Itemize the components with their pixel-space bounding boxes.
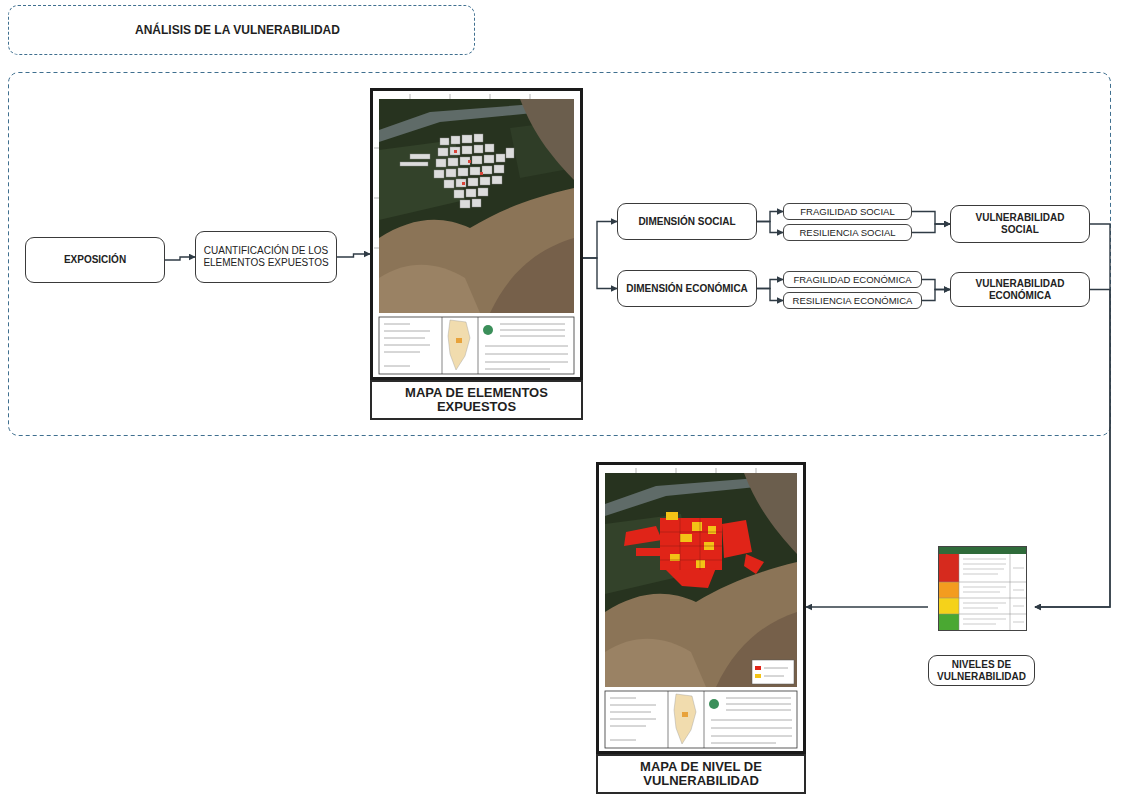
connector-arrow	[912, 212, 950, 225]
connector-arrow	[1035, 290, 1110, 608]
connector-arrow	[757, 212, 783, 222]
process-box: DIMENSIÓN ECONÓMICA	[617, 270, 757, 307]
node-label: RESILIENCIA SOCIAL	[799, 227, 895, 238]
diagram-title: ANÁLISIS DE LA VULNERABILIDAD	[135, 23, 340, 37]
node-label: MAPA DE ELEMENTOS EXPUESTOS	[376, 386, 577, 414]
node-label: DIMENSIÓN SOCIAL	[638, 216, 735, 228]
node-label: FRAGILIDAD SOCIAL	[800, 206, 895, 217]
process-box: DIMENSIÓN SOCIAL	[617, 203, 757, 240]
connector-arrow	[922, 280, 950, 290]
node-label: EXPOSICIÓN	[64, 254, 126, 266]
connector-arrow	[757, 222, 783, 233]
map-figure: MAPA DE NIVEL DE VULNERABILIDAD	[596, 462, 806, 794]
process-box: VULNERABILIDAD ECONÓMICA	[950, 272, 1090, 307]
connector-arrow	[583, 222, 617, 259]
node-label: VULNERABILIDAD SOCIAL	[957, 212, 1083, 236]
node-label: NIVELES DE VULNERABILIDAD	[933, 659, 1030, 683]
connector-arrow	[337, 254, 370, 257]
connector-arrow	[757, 280, 783, 289]
title-frame: ANÁLISIS DE LA VULNERABILIDAD	[8, 5, 475, 55]
process-box: EXPOSICIÓN	[25, 237, 165, 283]
node-label: MAPA DE NIVEL DE VULNERABILIDAD	[602, 760, 800, 788]
process-box: CUANTIFICACIÓN DE LOS ELEMENTOS EXPUESTO…	[195, 231, 337, 283]
factor-box: RESILIENCIA SOCIAL	[783, 224, 912, 241]
node-label: CUANTIFICACIÓN DE LOS ELEMENTOS EXPUESTO…	[202, 245, 330, 269]
node-label: VULNERABILIDAD ECONÓMICA	[957, 278, 1083, 302]
factor-box: FRAGILIDAD ECONÓMICA	[783, 271, 922, 288]
connector-arrow	[165, 257, 195, 260]
connector-arrow	[757, 289, 783, 301]
levels-table-thumbnail	[939, 547, 1027, 631]
connector-arrow	[912, 224, 950, 233]
node-label: RESILIENCIA ECONÓMICA	[793, 295, 913, 306]
factor-box: FRAGILIDAD SOCIAL	[783, 203, 912, 220]
connector-arrow	[922, 290, 950, 301]
caption-box: MAPA DE ELEMENTOS EXPUESTOS	[370, 380, 583, 420]
caption-box: NIVELES DE VULNERABILIDAD	[928, 655, 1035, 686]
connector-arrow	[583, 258, 617, 289]
node-label: FRAGILIDAD ECONÓMICA	[793, 274, 911, 285]
map-figure: MAPA DE ELEMENTOS EXPUESTOS	[370, 88, 583, 420]
dashed-region	[9, 73, 1111, 436]
factor-box: RESILIENCIA ECONÓMICA	[783, 292, 922, 309]
map-illustration	[372, 90, 582, 379]
levels-table: NIVELES DE VULNERABILIDAD	[928, 546, 1035, 686]
node-label: DIMENSIÓN ECONÓMICA	[626, 283, 748, 295]
map-illustration	[598, 464, 805, 753]
process-box: VULNERABILIDAD SOCIAL	[950, 205, 1090, 243]
connector-arrow	[806, 606, 928, 607]
caption-box: MAPA DE NIVEL DE VULNERABILIDAD	[596, 754, 806, 794]
